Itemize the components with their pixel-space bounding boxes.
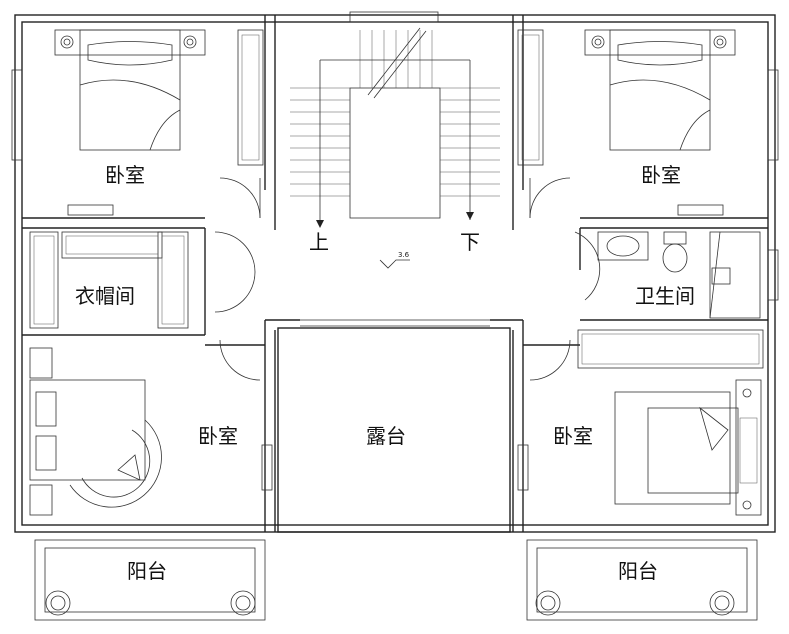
wardrobe-bottom-right [577, 329, 764, 369]
ac-unit-bottom-left [261, 444, 273, 491]
bathroom-fixtures [597, 231, 761, 319]
room-label-terrace: 露台 [366, 424, 406, 448]
balcony-right [526, 539, 758, 621]
room-label-balcony-left: 阳台 [127, 559, 167, 583]
level-marker: 3.6 [379, 251, 410, 269]
ac-unit-bottom-right [517, 444, 529, 491]
level-value: 3.6 [398, 251, 410, 259]
ac-unit-top-left [67, 204, 114, 216]
room-label-balcony-right: 阳台 [618, 559, 658, 583]
stair-up-label: 上 [309, 230, 329, 254]
room-label-bathroom: 卫生间 [635, 284, 695, 308]
room-label-closet: 衣帽间 [75, 284, 135, 308]
doors [214, 177, 601, 381]
bed-bottom-right [614, 379, 762, 516]
wardrobe-top-left [237, 29, 264, 166]
bed-top-right [584, 29, 736, 151]
balcony-left [34, 539, 266, 621]
stair-down-label: 下 [460, 230, 480, 254]
bed-bottom-left [29, 347, 162, 516]
closet-shelving [29, 231, 189, 329]
interior-walls [22, 15, 768, 533]
wardrobe-top-right [517, 29, 544, 166]
bed-top-left [54, 29, 206, 151]
staircase [290, 27, 500, 228]
room-label-bedroom-top-left: 卧室 [105, 163, 145, 187]
room-label-bedroom-bottom-left: 卧室 [198, 424, 238, 448]
room-label-bedroom-top-right: 卧室 [641, 163, 681, 187]
ac-unit-top-right [677, 204, 724, 216]
exterior-walls [11, 11, 779, 533]
room-label-bedroom-bottom-right: 卧室 [553, 424, 593, 448]
